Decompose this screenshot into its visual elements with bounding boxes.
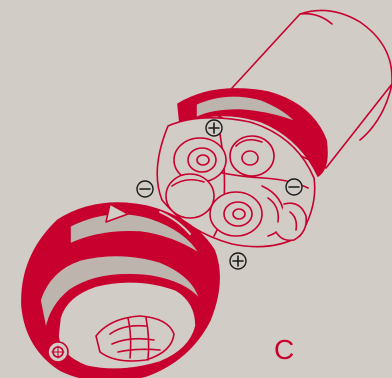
battery-cell-top-right: [230, 136, 274, 176]
polarity-minus-right: [286, 179, 302, 195]
removed-end-cap: [22, 203, 219, 378]
battery-cell-bottom-left: [166, 174, 214, 218]
polarity-plus-bottom: [230, 253, 246, 269]
polarity-minus-left: [137, 181, 153, 197]
polarity-plus-top: [206, 120, 222, 136]
step-label: C: [274, 336, 294, 364]
